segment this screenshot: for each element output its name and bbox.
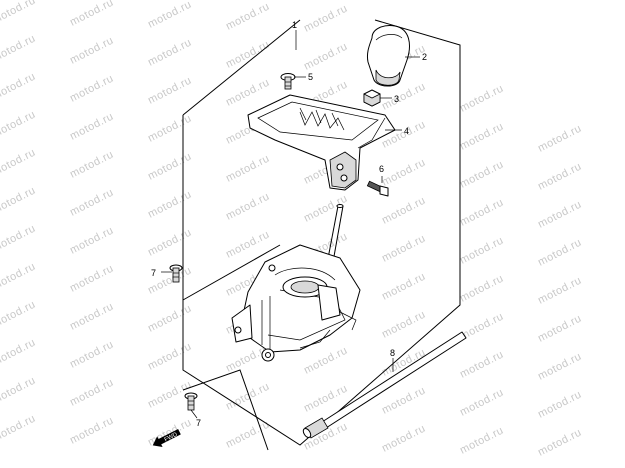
front-arrow-icon: FWD xyxy=(152,429,181,448)
indicator-cover xyxy=(247,94,396,191)
bolt-7-lower xyxy=(184,392,198,411)
shift-knob xyxy=(367,25,410,87)
bolt-5 xyxy=(280,73,296,90)
assembly-outline-left xyxy=(182,19,301,116)
leader-7b xyxy=(190,409,198,419)
shift-cable xyxy=(302,331,467,439)
callout-4: 4 xyxy=(404,126,409,136)
callout-2: 2 xyxy=(422,52,427,62)
shift-lever-housing xyxy=(231,244,361,362)
callout-3: 3 xyxy=(394,94,399,104)
callout-7-lower: 7 xyxy=(196,418,201,428)
callout-5: 5 xyxy=(308,72,313,82)
callout-8: 8 xyxy=(390,348,395,358)
callout-7-upper: 7 xyxy=(151,268,156,278)
callout-1: 1 xyxy=(292,20,297,30)
front-arrow-label: FWD xyxy=(164,432,179,444)
inner-frame-line xyxy=(182,244,281,301)
callout-6: 6 xyxy=(379,164,384,174)
bolt-7-upper xyxy=(169,264,183,283)
nut xyxy=(363,89,381,107)
assembly-outline xyxy=(182,19,461,446)
bolt-6 xyxy=(366,180,389,197)
inner-frame-line-2 xyxy=(182,369,269,451)
